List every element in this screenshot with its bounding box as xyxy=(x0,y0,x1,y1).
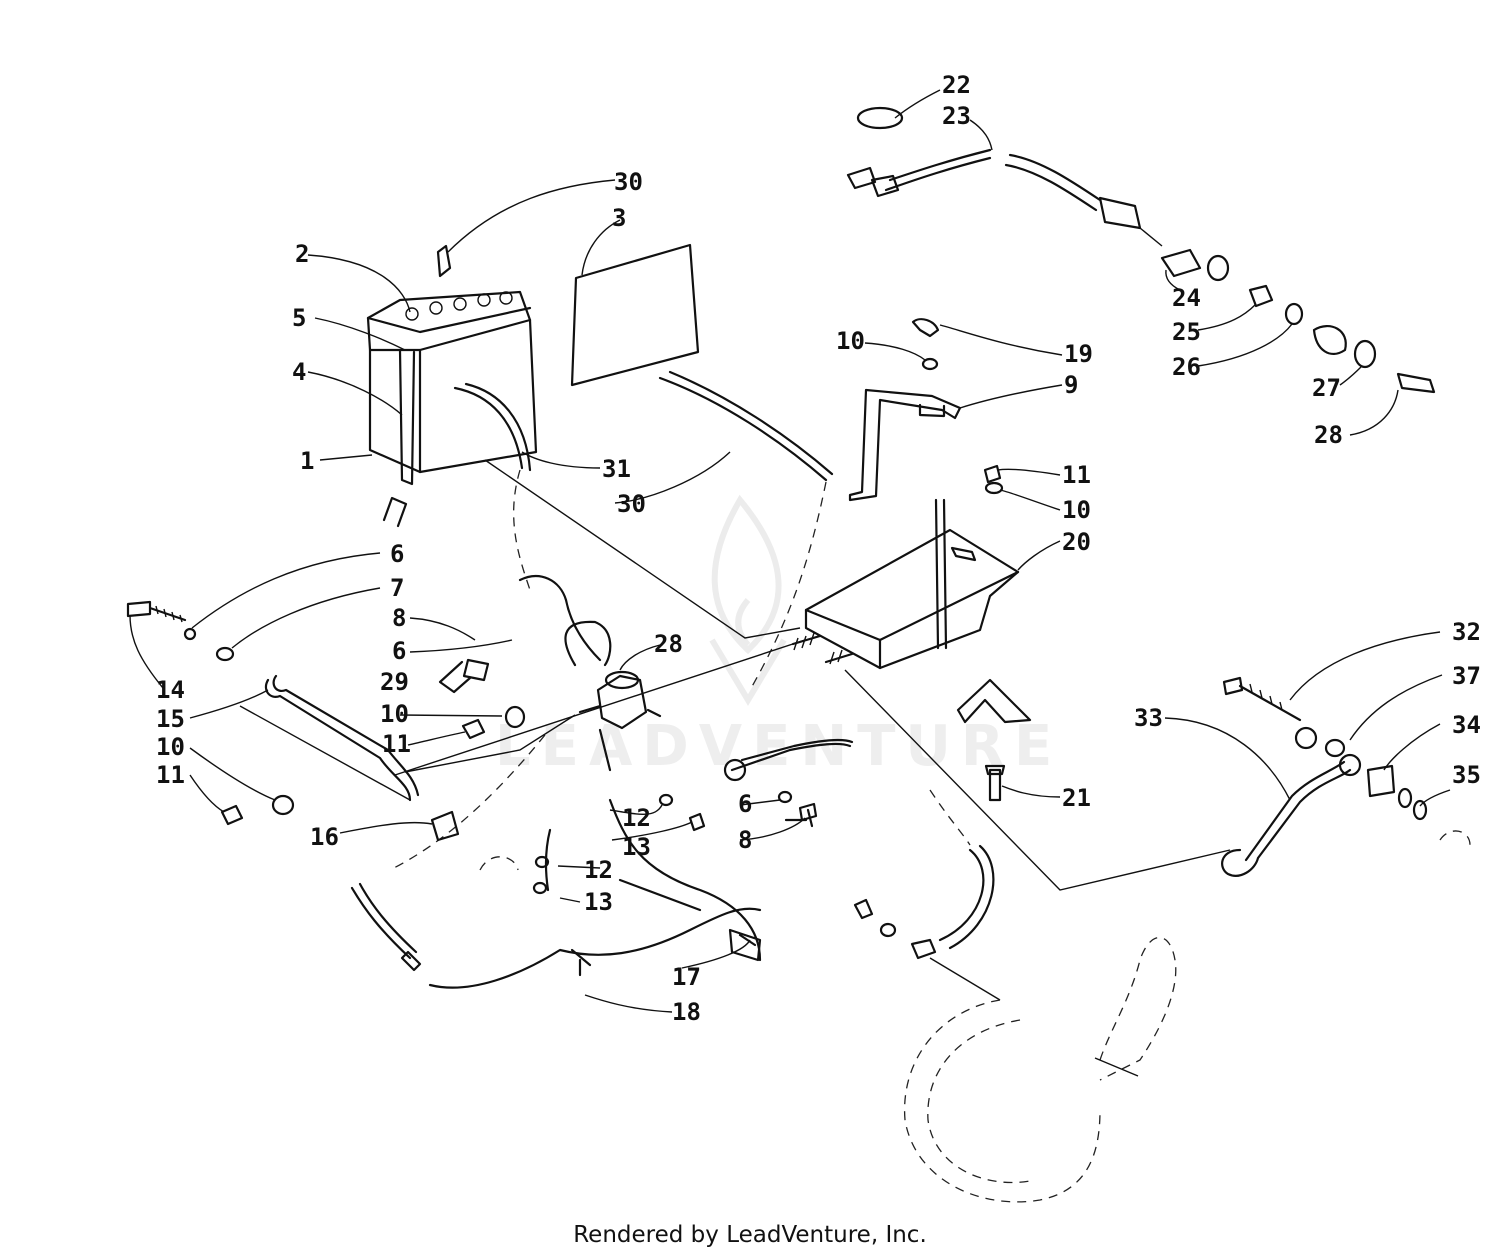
callout-21: 21 xyxy=(1062,784,1091,812)
callout-11-right: 11 xyxy=(1062,461,1091,489)
callout-12-lower: 12 xyxy=(584,856,613,884)
solenoid xyxy=(518,575,854,782)
callout-19: 19 xyxy=(1064,340,1093,368)
callout-3: 3 xyxy=(612,204,626,232)
callout-10-bracket: 10 xyxy=(836,327,865,355)
footer-credit: Rendered by LeadVenture, Inc. xyxy=(573,1222,927,1248)
callout-18: 18 xyxy=(672,998,701,1026)
callout-37: 37 xyxy=(1452,662,1481,690)
callout-15: 15 xyxy=(156,705,185,733)
callout-33: 32 xyxy=(1452,618,1481,646)
callout-28: 28 xyxy=(1314,421,1343,449)
callout-13-lower: 13 xyxy=(584,888,613,916)
battery-cables xyxy=(389,370,971,871)
callout-24: 24 xyxy=(1172,284,1201,312)
callout-20: 20 xyxy=(1062,528,1091,556)
callout-36: 35 xyxy=(1452,761,1481,789)
watermark-text: LEADVENTURE xyxy=(495,714,1062,779)
callout-9: 9 xyxy=(1064,371,1078,399)
callout-29: 28 xyxy=(654,630,683,658)
callout-1: 1 xyxy=(300,447,314,475)
battery-pad xyxy=(570,243,700,387)
starter-cable xyxy=(350,844,1001,1001)
callout-10-right: 10 xyxy=(1062,496,1091,524)
callout-16: 16 xyxy=(310,823,339,851)
callout-31: 30 xyxy=(617,490,646,518)
leader-lines xyxy=(129,89,1451,1013)
callout-numbers: 2 3 5 4 1 30 31 30 6 7 8 6 29 10 11 14 1… xyxy=(156,71,1481,1026)
callout-8-left: 8 xyxy=(392,604,406,632)
callout-11-left: 11 xyxy=(156,761,185,789)
callout-26: 26 xyxy=(1172,353,1201,381)
callout-22: 22 xyxy=(942,71,971,99)
callout-8-right: 8 xyxy=(738,826,752,854)
callout-6-mid: 6 xyxy=(392,637,406,665)
callout-23: 23 xyxy=(942,102,971,130)
callout-25: 25 xyxy=(1172,318,1201,346)
recoil-housing xyxy=(479,830,1471,1203)
callout-7: 7 xyxy=(390,574,404,602)
fasteners xyxy=(126,318,1428,938)
callout-27: 27 xyxy=(1312,374,1341,402)
battery-tray xyxy=(804,498,1032,724)
callout-30-mid: 29 xyxy=(380,668,409,696)
ignition-switch xyxy=(846,106,1436,394)
callout-35: 34 xyxy=(1452,711,1481,739)
callout-14: 14 xyxy=(156,676,185,704)
ground-wires xyxy=(428,798,762,989)
watermark: LEADVENTURE xyxy=(495,494,1062,779)
callout-34: 33 xyxy=(1134,704,1163,732)
callout-4: 4 xyxy=(292,358,306,386)
callout-5: 5 xyxy=(292,304,306,332)
callout-30-top: 30 xyxy=(614,168,643,196)
callout-11-mid: 11 xyxy=(382,730,411,758)
callout-12-upper: 12 xyxy=(622,804,651,832)
callout-32: 31 xyxy=(602,455,631,483)
battery xyxy=(366,244,538,528)
battery-bracket xyxy=(848,388,962,502)
callout-6-right: 6 xyxy=(738,790,752,818)
callout-10-mid: 10 xyxy=(380,700,409,728)
callout-17: 17 xyxy=(672,963,701,991)
callout-6-left: 6 xyxy=(390,540,404,568)
callout-2: 2 xyxy=(295,240,309,268)
callout-10-left: 10 xyxy=(156,733,185,761)
lever-arms xyxy=(264,674,1362,877)
callout-13-upper: 13 xyxy=(622,833,651,861)
